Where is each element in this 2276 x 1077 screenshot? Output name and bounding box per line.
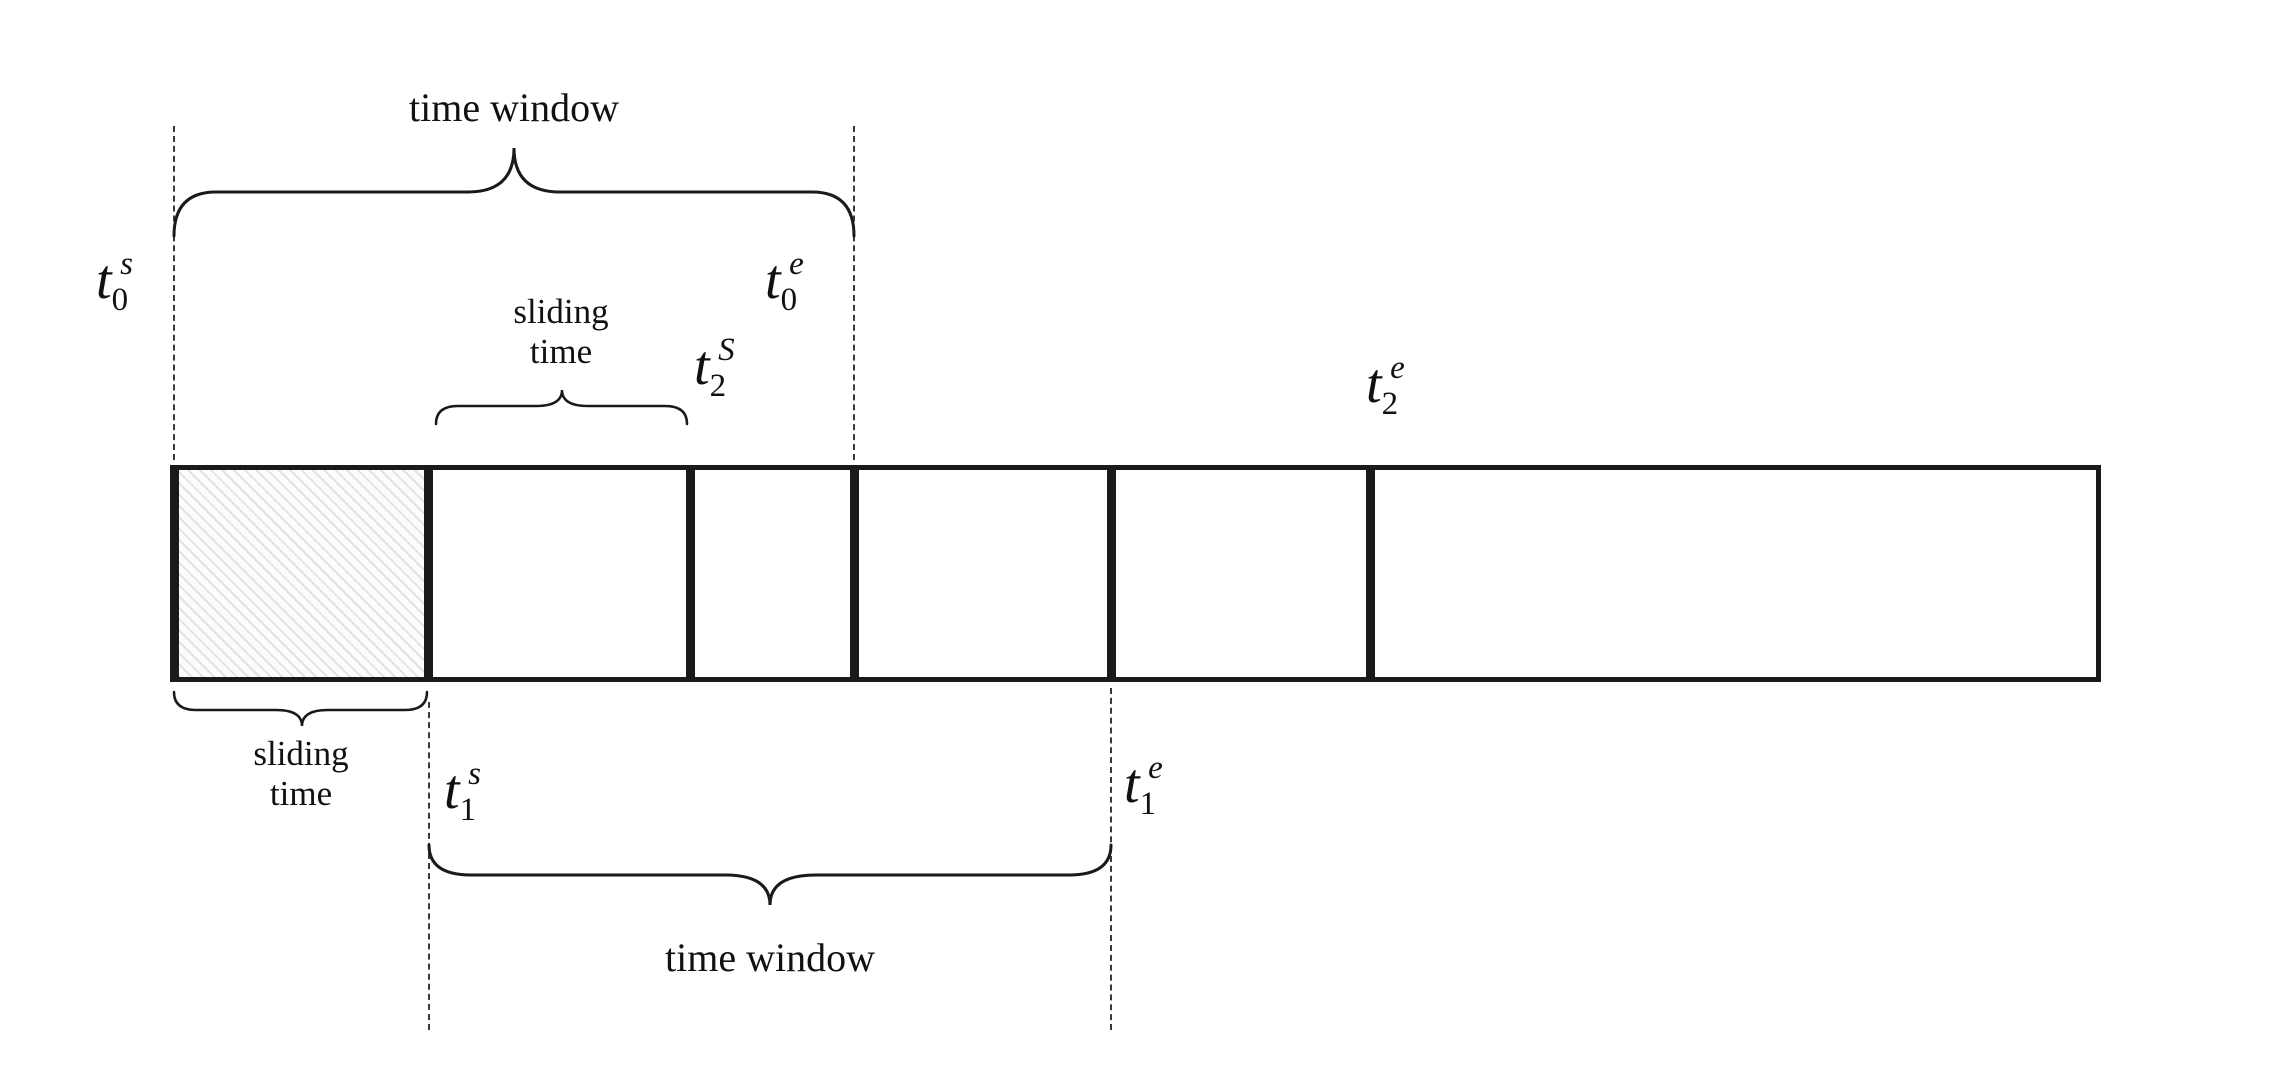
dashed-line-t1e bbox=[1110, 688, 1112, 1030]
marker-t1s-sub: 1 bbox=[459, 792, 477, 828]
marker-t1e-sup: e bbox=[1148, 750, 1163, 786]
label-sliding-time-top-line2: time bbox=[529, 332, 593, 371]
marker-t1e-sub: 1 bbox=[1139, 786, 1157, 822]
label-time-window-bottom: time window bbox=[665, 935, 875, 980]
brace-time-window-top bbox=[172, 147, 856, 238]
brace-time-window-bottom bbox=[427, 843, 1113, 906]
marker-t2e-base: t bbox=[1366, 353, 1382, 415]
marker-t0e: t0e bbox=[765, 248, 804, 317]
marker-t0e-base: t bbox=[765, 249, 781, 311]
brace-sliding-time-top bbox=[434, 389, 689, 426]
timeline-bar bbox=[174, 465, 2101, 682]
marker-t0s: t0s bbox=[96, 248, 133, 317]
dashed-line-t1s bbox=[428, 702, 430, 1030]
label-sliding-time-bottom: sliding time bbox=[201, 734, 401, 814]
marker-t2s-sup: S bbox=[718, 332, 735, 368]
label-sliding-time-top: sliding time bbox=[461, 292, 661, 372]
marker-t0s-sub: 0 bbox=[111, 282, 129, 318]
marker-t0e-sup: e bbox=[789, 246, 804, 282]
marker-t1s-base: t bbox=[444, 759, 460, 821]
marker-t2e-sup: e bbox=[1390, 350, 1405, 386]
brace-sliding-time-bottom bbox=[172, 690, 429, 727]
marker-t1e: t1e bbox=[1124, 752, 1163, 821]
tick-t1e bbox=[1107, 465, 1116, 682]
marker-t1e-base: t bbox=[1124, 753, 1140, 815]
dashed-line-t0e bbox=[853, 126, 855, 460]
label-time-window-top: time window bbox=[409, 85, 619, 130]
marker-t0s-sup: s bbox=[120, 246, 133, 282]
tick-t0e bbox=[850, 465, 859, 682]
tick-t0s bbox=[170, 465, 179, 682]
marker-t2e: t2e bbox=[1366, 352, 1405, 421]
marker-t2s-sub: 2 bbox=[709, 368, 727, 404]
tick-t2s bbox=[686, 465, 695, 682]
marker-t2s-base: t bbox=[694, 335, 710, 397]
marker-t0s-base: t bbox=[96, 249, 112, 311]
tick-t1s bbox=[424, 465, 433, 682]
marker-t2e-sub: 2 bbox=[1381, 386, 1399, 422]
tick-t2e bbox=[1366, 465, 1375, 682]
label-sliding-time-top-line1: sliding bbox=[513, 292, 609, 331]
marker-t2s: t2S bbox=[694, 334, 735, 403]
marker-t1s-sup: s bbox=[468, 756, 481, 792]
marker-t0e-sub: 0 bbox=[780, 282, 798, 318]
label-sliding-time-bottom-line1: sliding bbox=[253, 734, 349, 773]
label-sliding-time-bottom-line2: time bbox=[269, 774, 333, 813]
marker-t1s: t1s bbox=[444, 758, 481, 827]
hatched-first-segment bbox=[179, 470, 425, 677]
dashed-line-t0s bbox=[173, 126, 175, 460]
